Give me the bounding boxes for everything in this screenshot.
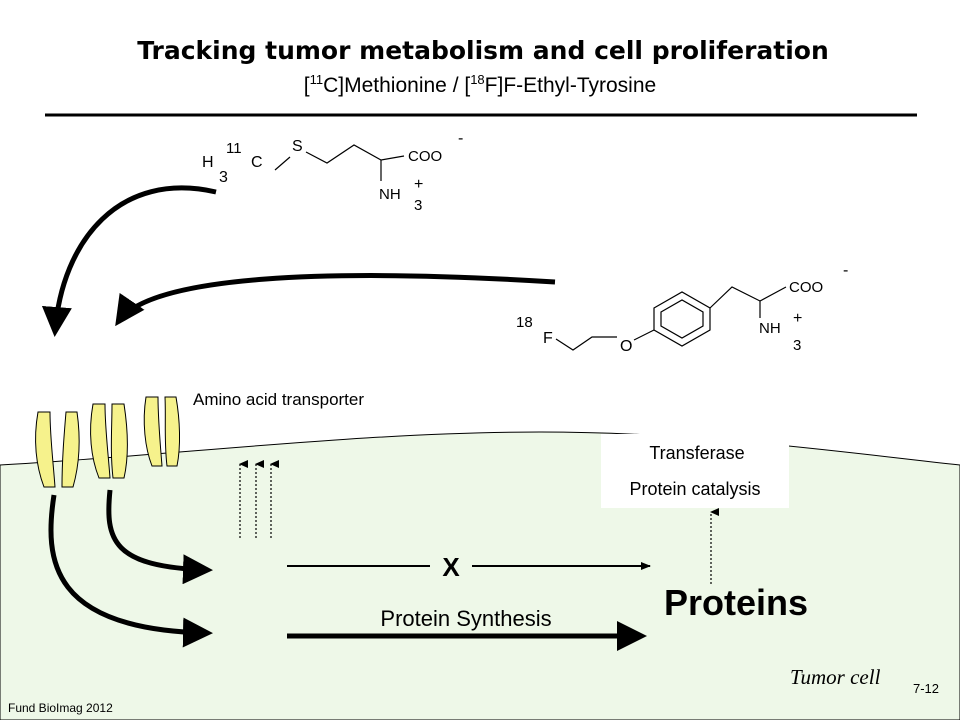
svg-text:S: S — [292, 138, 303, 155]
svg-text:F: F — [543, 330, 553, 347]
methionine-structure: H 3 11 C S COO - NH + 3 — [202, 130, 463, 214]
page-subtitle: [11C]Methionine / [18F]F-Ethyl-Tyrosine — [304, 72, 656, 97]
methionine-uptake-arrow — [41, 185, 217, 337]
page-number: 7-12 — [913, 681, 939, 696]
svg-text:+: + — [414, 176, 423, 193]
svg-text:-: - — [458, 130, 463, 147]
catalysis-box — [601, 434, 789, 508]
svg-text:NH: NH — [379, 186, 401, 203]
proteins-label: Proteins — [664, 582, 808, 623]
svg-text:COO: COO — [789, 279, 823, 296]
amino-acid-transporter-2 — [90, 403, 128, 479]
svg-text:C: C — [251, 154, 263, 171]
catalysis-label: Protein catalysis — [629, 479, 760, 499]
svg-text:11: 11 — [226, 140, 242, 157]
blocked-marker: X — [442, 552, 460, 582]
svg-text:-: - — [843, 262, 848, 279]
fet-intracellular-arrow — [48, 494, 213, 648]
svg-text:O: O — [620, 338, 632, 355]
amino-acid-transporter-3 — [143, 396, 181, 467]
svg-text:3: 3 — [793, 337, 801, 354]
page-title: Tracking tumor metabolism and cell proli… — [137, 36, 829, 65]
tumor-cell-label: Tumor cell — [790, 665, 881, 689]
fet-uptake-arrow — [115, 273, 556, 327]
transporter-label: Amino acid transporter — [193, 390, 364, 409]
svg-text:NH: NH — [759, 320, 781, 337]
svg-text:3: 3 — [414, 197, 422, 214]
svg-text:COO: COO — [408, 148, 442, 165]
svg-text:H: H — [202, 154, 214, 171]
protein-synthesis-label: Protein Synthesis — [380, 606, 551, 631]
methionine-intracellular-arrow — [106, 489, 213, 585]
svg-text:18: 18 — [516, 314, 533, 331]
footer-credit: Fund BioImag 2012 — [8, 701, 113, 715]
svg-text:+: + — [793, 310, 802, 327]
blocked-marker-box — [430, 545, 472, 587]
svg-text:3: 3 — [219, 169, 228, 186]
fet-structure: 18 F O COO - NH + 3 — [516, 262, 848, 355]
amino-acid-transporter-1 — [35, 411, 80, 488]
transferase-label: Transferase — [649, 443, 744, 463]
